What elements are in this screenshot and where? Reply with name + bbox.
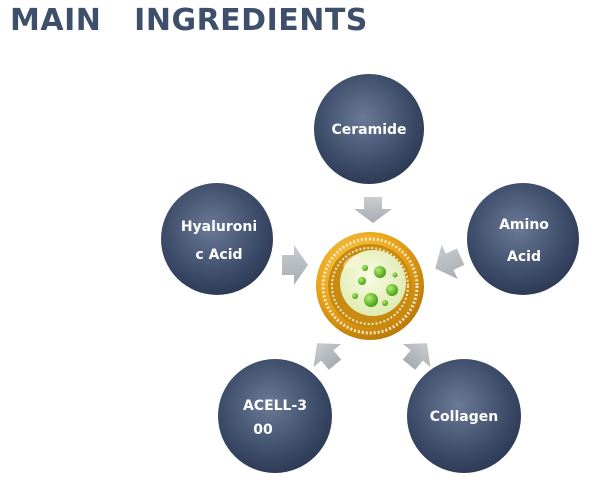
- arrow-up-right-icon: [313, 343, 342, 370]
- node-hyaluronic-acid: Hyaluroni c Acid: [161, 183, 273, 295]
- node-label-collagen: Collagen: [430, 409, 498, 425]
- arrow-down-icon: [354, 197, 392, 223]
- node-label-acell-300-line2: 00: [253, 422, 273, 438]
- node-amino-acid: Amino Acid: [467, 183, 579, 295]
- node-label-hyaluronic-acid-line2: c Acid: [195, 247, 242, 263]
- node-ceramide: Ceramide: [314, 74, 424, 184]
- node-collagen: Collagen: [407, 359, 521, 473]
- arrow-up-left-icon: [402, 343, 431, 370]
- arrow-left-icon: [435, 244, 465, 279]
- node-label-acell-300-line1: ACELL-3: [243, 398, 307, 414]
- arrows: [282, 197, 465, 370]
- node-acell-300: ACELL-3 00: [218, 359, 332, 473]
- node-label-hyaluronic-acid-line1: Hyaluroni: [181, 219, 257, 235]
- liposome-icon: [316, 232, 424, 340]
- node-label-amino-acid-line1: Amino: [499, 217, 549, 233]
- node-label-ceramide: Ceramide: [331, 122, 406, 138]
- node-label-amino-acid-line2: Acid: [507, 249, 541, 265]
- arrow-right-icon: [282, 245, 308, 285]
- page-title: MAIN INGREDIENTS: [10, 3, 368, 38]
